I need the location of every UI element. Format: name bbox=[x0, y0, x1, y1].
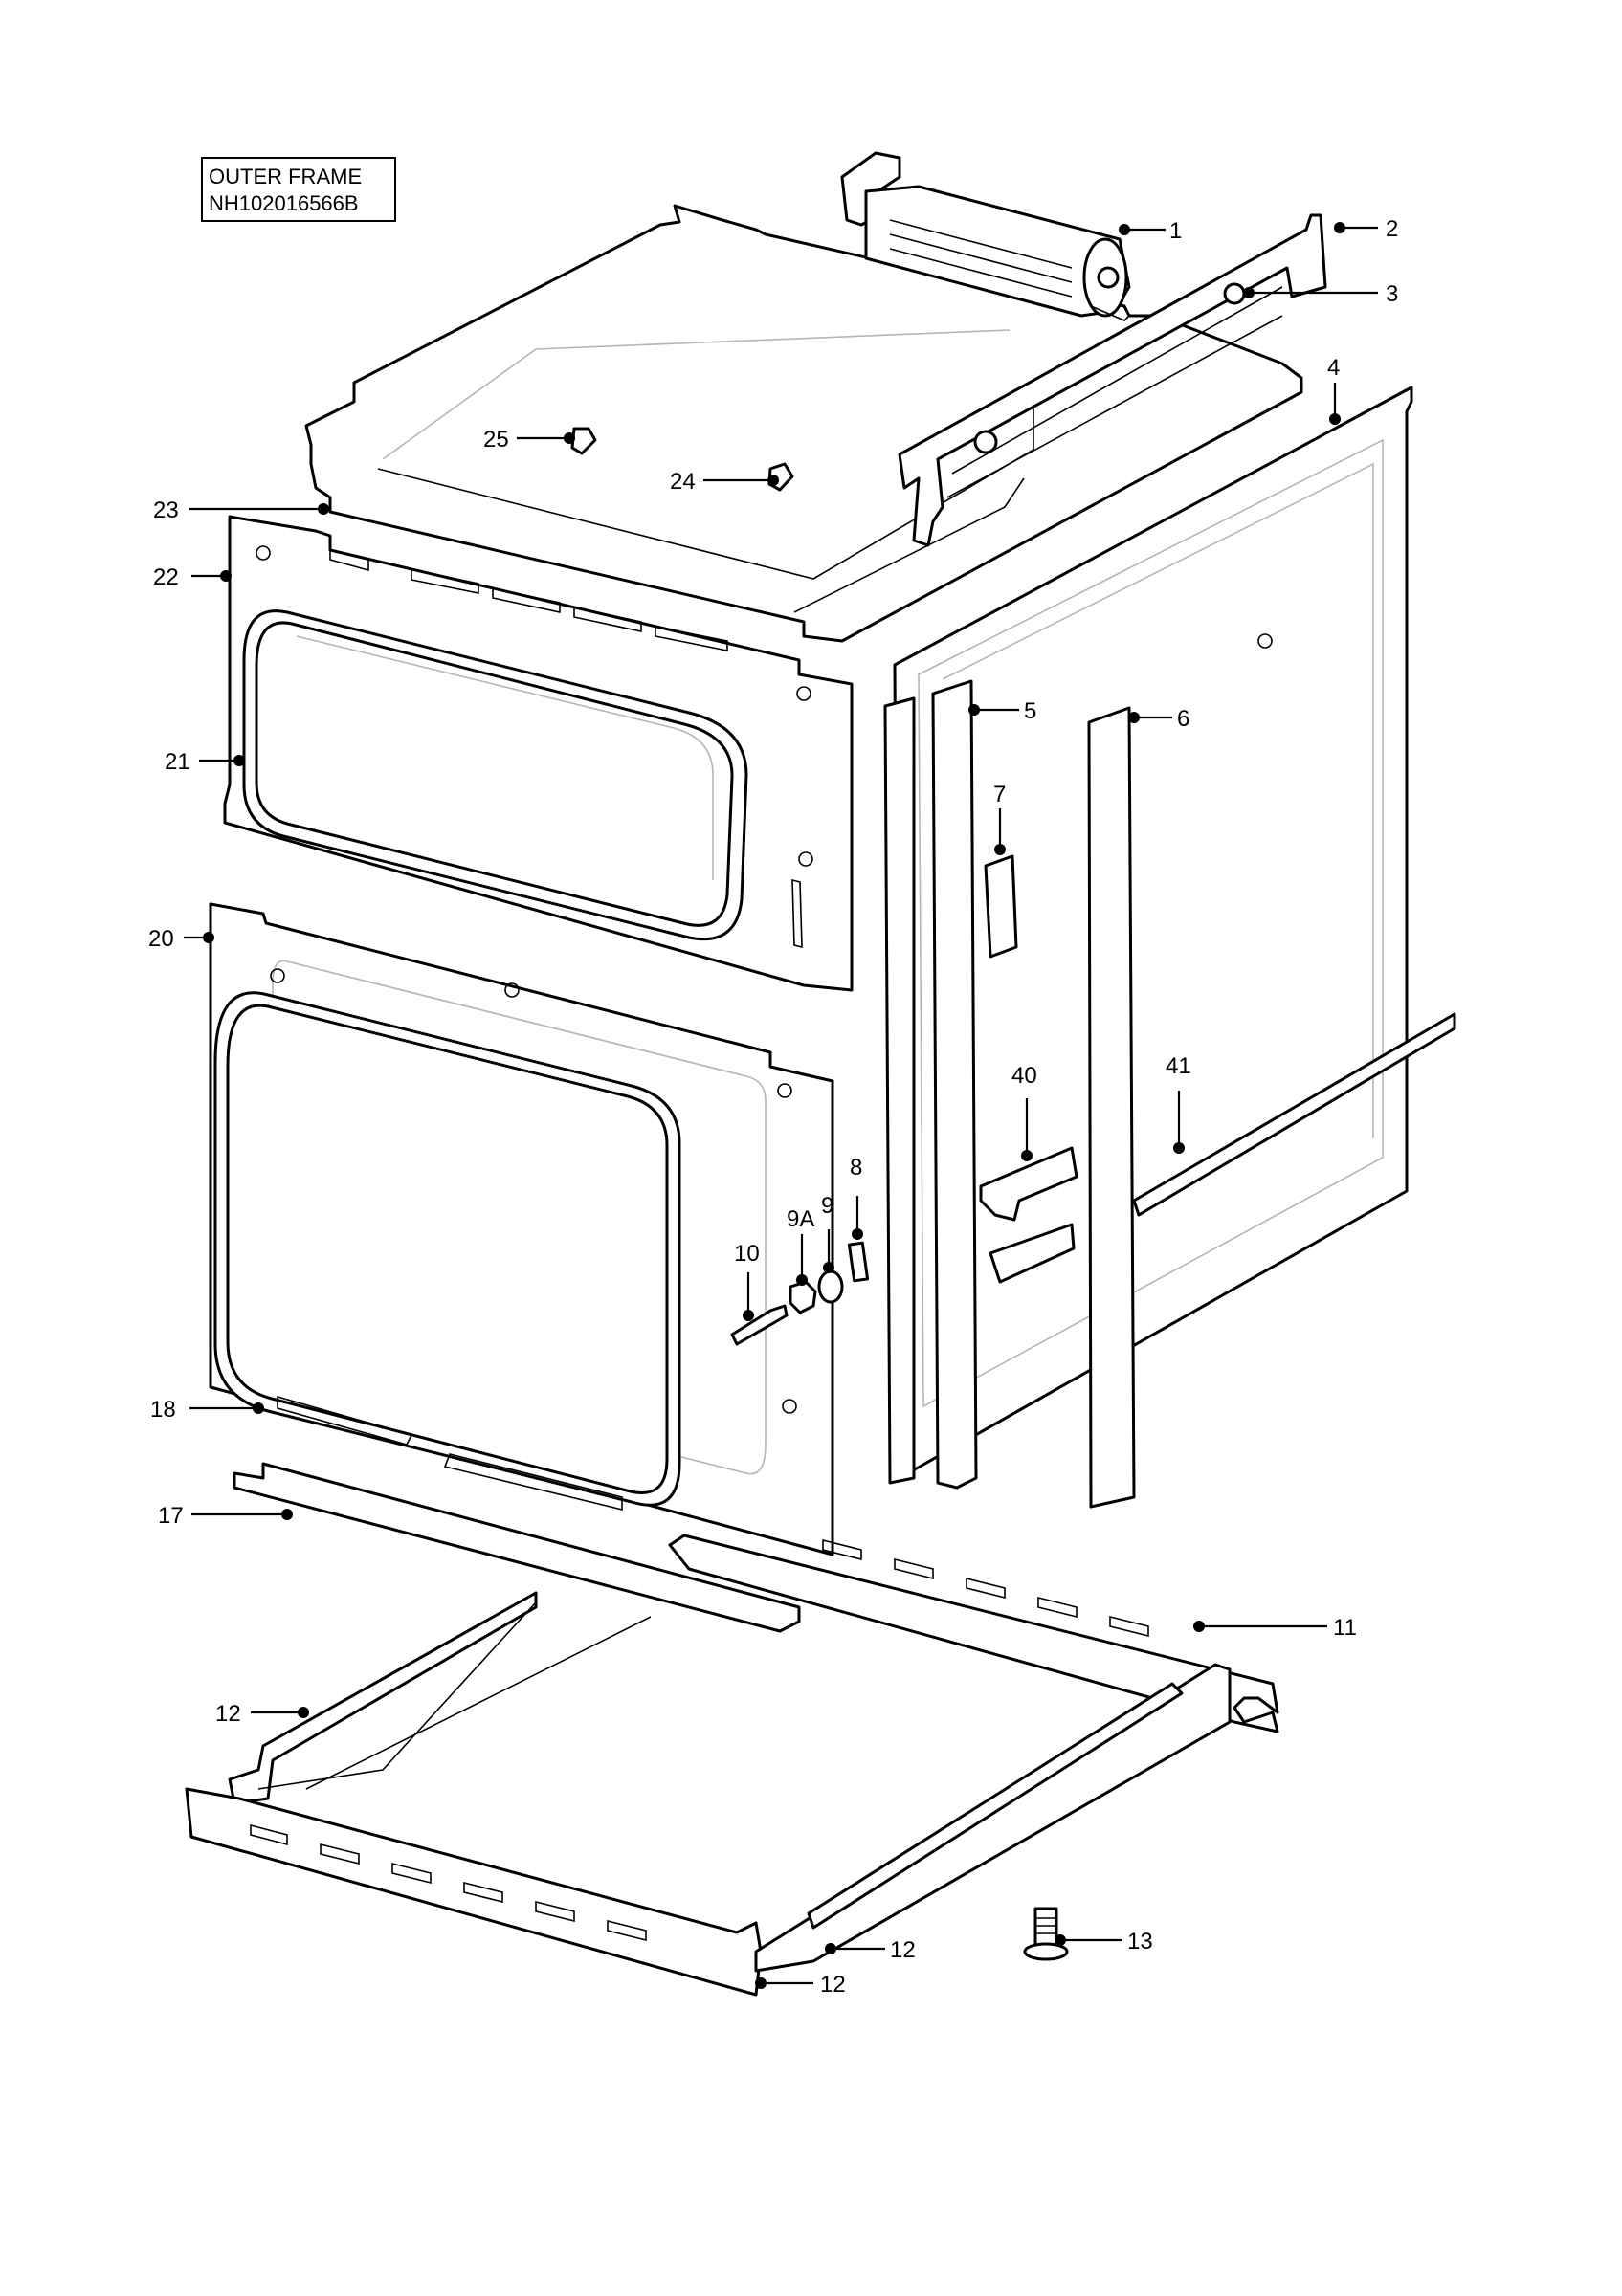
callout-label: 5 bbox=[1024, 698, 1036, 724]
knob-9a bbox=[789, 1280, 817, 1314]
switch-8 bbox=[847, 1241, 870, 1283]
callout-label: 2 bbox=[1386, 216, 1398, 242]
lever-10 bbox=[730, 1304, 789, 1346]
lower-door-seal bbox=[213, 991, 681, 1512]
callout-21: 21 bbox=[165, 749, 245, 775]
callout-6: 6 bbox=[1128, 706, 1189, 732]
frame-part-code: NH102016566B bbox=[209, 191, 359, 215]
callout-label: 10 bbox=[734, 1241, 760, 1267]
callout-3: 3 bbox=[1243, 281, 1398, 307]
front-strip-6 bbox=[1087, 706, 1136, 1509]
callout-12c: 12 bbox=[755, 1972, 846, 1998]
callout-label: 40 bbox=[1011, 1063, 1037, 1089]
callout-8: 8 bbox=[850, 1155, 863, 1240]
callout-9: 9 bbox=[821, 1193, 834, 1273]
callout-label: 17 bbox=[158, 1503, 184, 1529]
bracket-40b bbox=[989, 1223, 1076, 1284]
callout-12a: 12 bbox=[215, 1701, 309, 1727]
clip-25 bbox=[570, 427, 597, 455]
callout-12b: 12 bbox=[825, 1937, 916, 1963]
callout-label: 22 bbox=[153, 564, 179, 590]
callout-13: 13 bbox=[1055, 1929, 1153, 1954]
base-frame bbox=[185, 1462, 1279, 1997]
rear-rail-bracket bbox=[898, 213, 1327, 547]
callout-5: 5 bbox=[968, 698, 1036, 724]
callout-4: 4 bbox=[1327, 355, 1341, 425]
callout-23: 23 bbox=[153, 497, 329, 523]
callout-11: 11 bbox=[1193, 1615, 1357, 1641]
callout-label: 24 bbox=[670, 469, 696, 495]
front-strip-5 bbox=[883, 679, 978, 1490]
ring-9 bbox=[817, 1269, 844, 1304]
callout-label: 1 bbox=[1169, 218, 1182, 244]
callout-10: 10 bbox=[734, 1241, 760, 1321]
callout-label: 9A bbox=[787, 1206, 814, 1232]
callout-41: 41 bbox=[1166, 1053, 1191, 1154]
callout-label: 6 bbox=[1177, 706, 1189, 732]
callout-label: 7 bbox=[993, 782, 1006, 807]
top-panel bbox=[304, 204, 1303, 643]
callout-label: 12 bbox=[215, 1701, 241, 1727]
callout-label: 41 bbox=[1166, 1053, 1191, 1079]
callout-label: 12 bbox=[820, 1972, 846, 1998]
frame-title-box: OUTER FRAME NH102016566B bbox=[201, 157, 396, 222]
callout-label: 21 bbox=[165, 749, 190, 775]
callout-label: 9 bbox=[821, 1193, 833, 1219]
bracket-40 bbox=[979, 1146, 1078, 1222]
callout-25: 25 bbox=[483, 427, 575, 453]
hinge-bracket-7 bbox=[984, 854, 1018, 959]
callout-label: 3 bbox=[1386, 281, 1398, 307]
callout-40: 40 bbox=[1011, 1063, 1037, 1161]
callout-17: 17 bbox=[158, 1503, 293, 1529]
adjustable-foot bbox=[1023, 1907, 1069, 1961]
callout-9a: 9A bbox=[787, 1206, 814, 1286]
callout-22: 22 bbox=[153, 564, 232, 590]
callout-label: 8 bbox=[850, 1155, 862, 1181]
callout-label: 20 bbox=[148, 926, 174, 952]
callout-label: 11 bbox=[1333, 1615, 1357, 1641]
callout-label: 25 bbox=[483, 427, 509, 453]
upper-door-seal bbox=[242, 609, 748, 941]
callout-18: 18 bbox=[150, 1397, 264, 1423]
callout-label: 13 bbox=[1127, 1929, 1153, 1954]
callout-label: 18 bbox=[150, 1397, 176, 1423]
rail-41 bbox=[1132, 1012, 1456, 1217]
callout-label: 4 bbox=[1327, 355, 1340, 381]
callout-1: 1 bbox=[1119, 218, 1182, 244]
callout-7: 7 bbox=[993, 782, 1006, 855]
callout-label: 12 bbox=[890, 1937, 916, 1963]
frame-title: OUTER FRAME bbox=[209, 165, 363, 188]
fan-motor bbox=[840, 151, 1131, 321]
callout-2: 2 bbox=[1334, 216, 1398, 242]
callout-label: 23 bbox=[153, 497, 179, 523]
callout-20: 20 bbox=[148, 926, 214, 952]
callout-24: 24 bbox=[670, 469, 779, 495]
